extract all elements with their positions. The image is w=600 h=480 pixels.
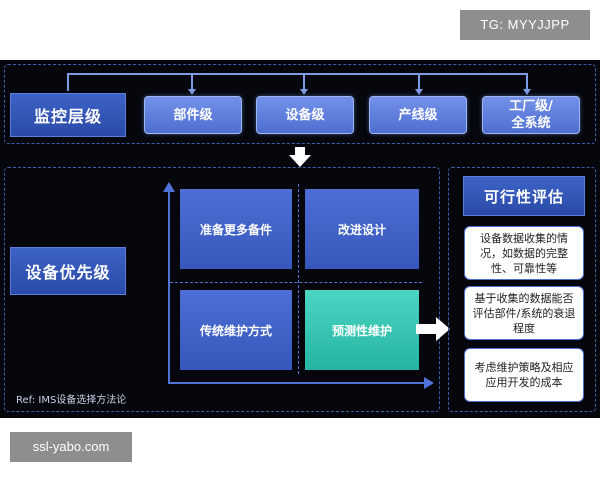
level-equipment: 设备级	[256, 96, 354, 134]
down-arrow-icon	[289, 147, 311, 167]
evaluation-item-data-collection: 设备数据收集的情况，如数据的完整性、可靠性等	[464, 226, 584, 280]
y-axis-arrow-icon	[163, 182, 175, 192]
priority-title: 设备优先级	[10, 247, 126, 295]
connector-drop-3	[418, 73, 420, 91]
evaluation-title: 可行性评估	[463, 176, 585, 216]
connector-arrow-2	[300, 89, 308, 95]
right-arrow-icon	[416, 317, 450, 341]
monitor-level-title: 监控层级	[10, 93, 126, 137]
evaluation-item-degradation: 基于收集的数据能否评估部件/系统的衰退程度	[464, 286, 584, 340]
level-factory: 工厂级/ 全系统	[482, 96, 580, 134]
priority-section	[4, 167, 440, 412]
quadrant-more-spares: 准备更多备件	[180, 189, 292, 269]
x-axis	[168, 382, 426, 384]
connector-drop-2	[303, 73, 305, 91]
diagram-canvas: 监控层级 部件级 设备级 产线级 工厂级/ 全系统 设备优先级 准备更多备件 改…	[0, 60, 600, 418]
quadrant-improve-design: 改进设计	[305, 189, 419, 269]
level-line: 产线级	[369, 96, 467, 134]
connector-main	[67, 73, 527, 75]
quadrant-traditional-maintenance: 传统维护方式	[180, 290, 292, 370]
connector-drop-monitor	[67, 73, 69, 91]
connector-drop-1	[191, 73, 193, 91]
connector-arrow-1	[188, 89, 196, 95]
evaluation-item-cost: 考虑维护策略及相应应用开发的成本	[464, 348, 584, 402]
watermark-top: TG: MYYJJPP	[460, 10, 590, 40]
monitor-section	[4, 64, 596, 144]
watermark-bottom: ssl-yabo.com	[10, 432, 132, 462]
level-component: 部件级	[144, 96, 242, 134]
quadrant-predictive-maintenance: 预测性维护	[305, 290, 419, 370]
reference-note: Ref: IMS设备选择方法论	[16, 395, 127, 406]
matrix-divider-horizontal	[170, 282, 422, 283]
evaluation-section	[448, 167, 596, 412]
connector-arrow-4	[523, 89, 531, 95]
matrix-divider-vertical	[298, 184, 299, 374]
connector-drop-4	[526, 73, 528, 91]
y-axis	[168, 188, 170, 384]
x-axis-arrow-icon	[424, 377, 434, 389]
connector-arrow-3	[415, 89, 423, 95]
